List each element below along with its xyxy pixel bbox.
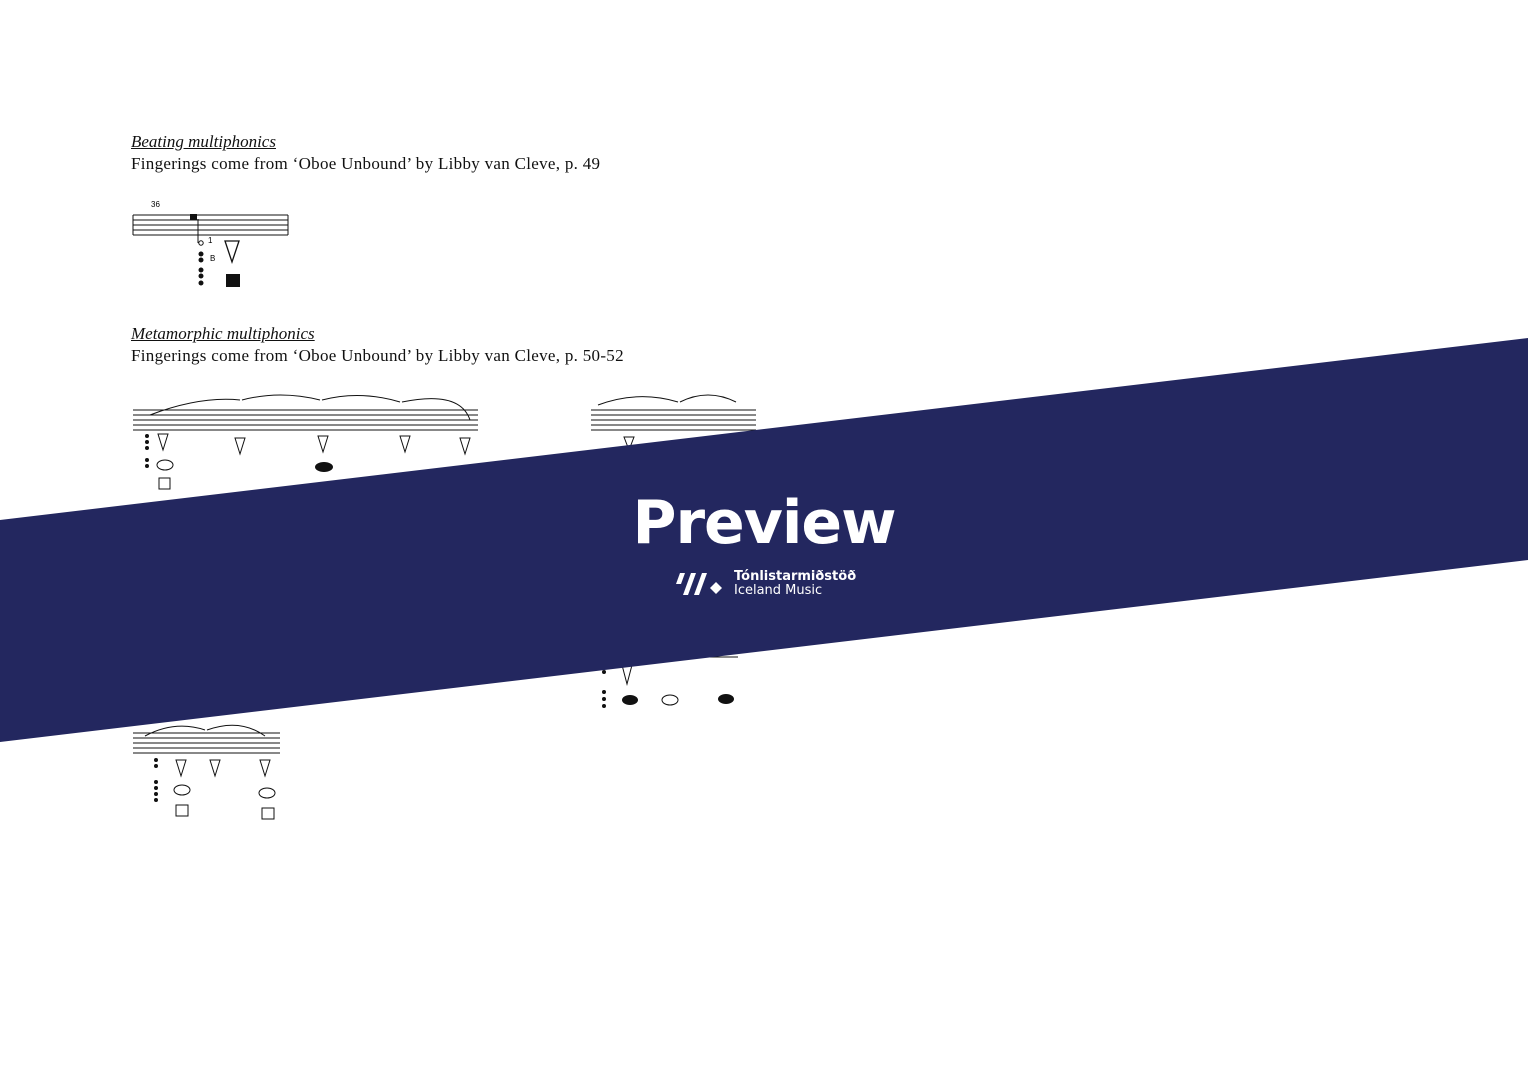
measure-number: 36 (151, 200, 160, 209)
section-title: Beating multiphonics (131, 132, 276, 151)
iceland-music-logo: Tónlistarmiðstöð Iceland Music (676, 570, 856, 598)
notation-example-metamorphic-1 (133, 394, 478, 490)
notation-example-metamorphic-3 (602, 656, 738, 708)
logo-line-2: Iceland Music (734, 583, 823, 598)
notation-example-beating: 36 1 B (132, 200, 289, 287)
fingering-label: B (210, 254, 215, 263)
notation-example-metamorphic-4 (133, 724, 280, 820)
logo-line-1: Tónlistarmiðstöð (734, 569, 857, 584)
notation-example-metamorphic-2 (591, 394, 756, 450)
section-text: Fingerings come from ‘Oboe Unbound’ by L… (131, 154, 601, 173)
section-title: Metamorphic multiphonics (131, 324, 315, 343)
fingering-label: 1 (208, 236, 213, 245)
preview-watermark-title: Preview (632, 488, 896, 558)
logo-mark-icon (676, 573, 722, 595)
section-text: Fingerings come from ‘Oboe Unbound’ by L… (131, 346, 624, 365)
